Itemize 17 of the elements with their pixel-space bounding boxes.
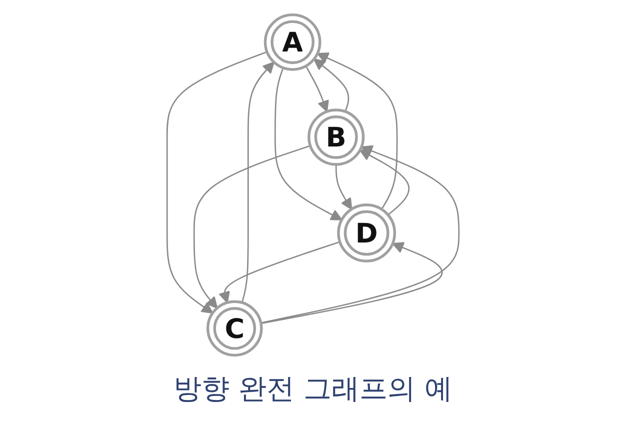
arrow	[260, 242, 443, 324]
arrow	[193, 145, 311, 309]
arrow	[316, 52, 398, 210]
node-circle: D	[337, 204, 396, 262]
arrow	[314, 58, 350, 112]
caption: 방향 완전 그래프의 예	[174, 372, 452, 405]
arrow	[305, 66, 329, 112]
node-circle: C	[206, 300, 263, 357]
arrow	[166, 51, 268, 314]
arrow	[218, 241, 340, 304]
node-circle: A	[264, 13, 322, 71]
arrow	[335, 164, 352, 210]
node-circle: B	[308, 108, 365, 166]
arrow	[241, 62, 274, 303]
arrow	[359, 150, 410, 216]
arrow	[274, 68, 342, 220]
arrow	[260, 145, 460, 324]
